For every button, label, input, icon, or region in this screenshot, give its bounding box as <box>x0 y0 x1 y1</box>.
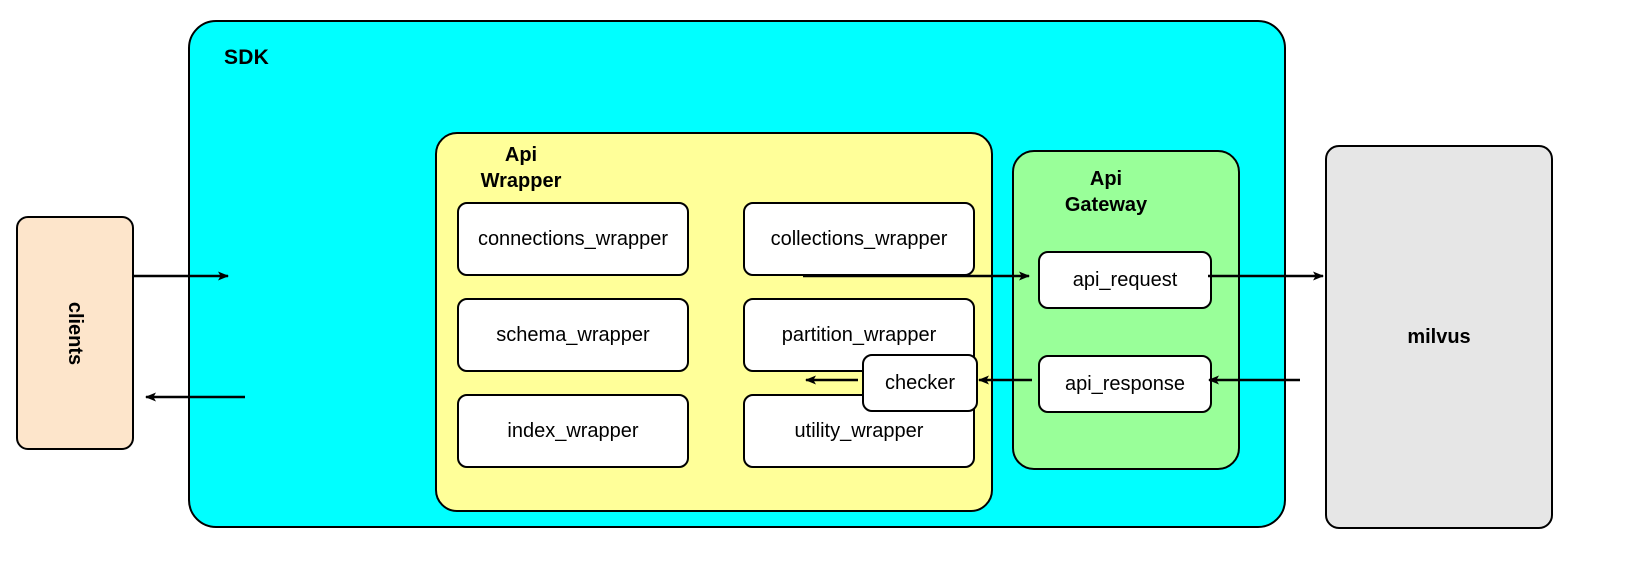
sdk-container: SDK Api Wrapper connections_wrapper coll… <box>188 20 1286 528</box>
wrapper-cell-partition[interactable]: partition_wrapper <box>743 298 975 372</box>
api-gateway-label-line1: Api <box>1089 168 1123 190</box>
api-wrapper-container: Api Wrapper connections_wrapper collecti… <box>435 132 993 512</box>
wrapper-cell-index[interactable]: index_wrapper <box>457 394 689 468</box>
clients-label: clients <box>64 301 87 365</box>
wrapper-cell-collections[interactable]: collections_wrapper <box>743 202 975 276</box>
wrapper-cell-schema[interactable]: schema_wrapper <box>457 298 689 372</box>
api-wrapper-label: Api Wrapper <box>451 142 591 195</box>
milvus-box[interactable]: milvus <box>1325 145 1553 529</box>
gateway-cell-api-response[interactable]: api_response <box>1038 355 1212 413</box>
api-wrapper-label-line2: Wrapper <box>480 170 562 193</box>
clients-box[interactable]: clients <box>16 216 134 450</box>
api-gateway-label: Api Gateway <box>1024 166 1188 219</box>
api-gateway-container: Api Gateway api_request api_response <box>1012 150 1240 470</box>
wrapper-cell-connections[interactable]: connections_wrapper <box>457 202 689 276</box>
sdk-label: SDK <box>224 46 269 69</box>
milvus-label: milvus <box>1407 325 1471 348</box>
api-gateway-label-line2: Gateway <box>1064 194 1148 217</box>
api-wrapper-label-line1: Api <box>504 144 538 166</box>
checker-box[interactable]: checker <box>862 354 978 412</box>
gateway-cell-api-request[interactable]: api_request <box>1038 251 1212 309</box>
wrapper-cell-utility[interactable]: utility_wrapper <box>743 394 975 468</box>
